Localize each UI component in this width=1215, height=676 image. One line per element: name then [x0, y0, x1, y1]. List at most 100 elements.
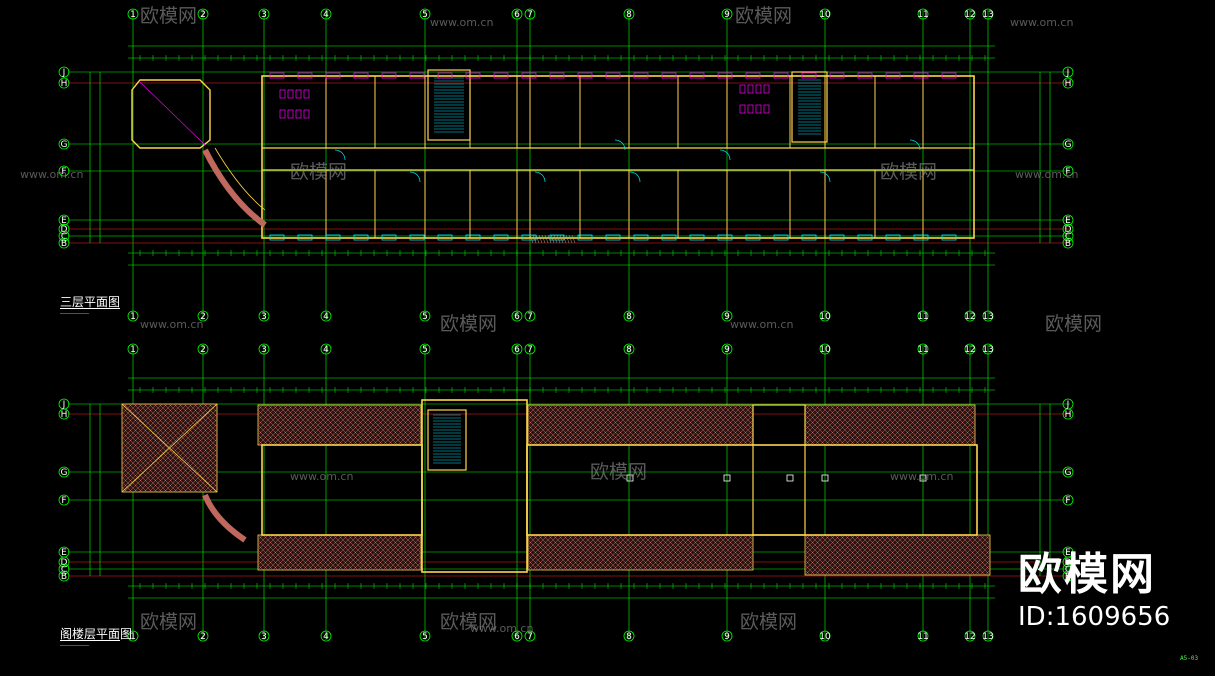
roof-hatch-line — [707, 404, 749, 446]
roof-hatch-line — [849, 404, 891, 446]
roof-hatch-line — [727, 404, 754, 431]
roof-hatch-line — [327, 534, 364, 571]
roof-hatch-line — [412, 561, 422, 571]
column-marker — [821, 474, 829, 482]
axis-bubble — [1062, 223, 1074, 235]
window — [689, 234, 705, 241]
roof-hatch-line — [262, 534, 299, 571]
roof-hatch-line — [392, 541, 422, 571]
title-underline — [60, 308, 120, 309]
roof-hatch-line — [627, 534, 664, 571]
roof-hatch-line — [317, 534, 354, 571]
watermark-site: www.om.cn — [430, 16, 493, 29]
window — [689, 72, 705, 79]
axis-bubble — [58, 66, 70, 78]
roof-hatch-line — [312, 404, 354, 446]
axis-bubble — [1062, 563, 1074, 575]
roof-hatch-line — [814, 404, 856, 446]
axis-bubble — [1062, 466, 1074, 478]
window — [633, 234, 649, 241]
roof-hatch-line — [322, 404, 364, 446]
window — [269, 234, 285, 241]
watermark-brand: 欧模网 — [140, 611, 197, 633]
roof-hatch-line — [317, 404, 359, 446]
roof-hatch-line — [864, 404, 906, 446]
axis-label: 1 — [130, 10, 136, 20]
roof-hatch-line — [307, 534, 344, 571]
axis-bubble — [197, 630, 209, 642]
window — [297, 234, 313, 241]
roof-hatch-line — [292, 404, 334, 446]
roof-hatch-line — [158, 433, 218, 493]
axis-bubble — [1062, 237, 1074, 249]
window — [465, 72, 481, 79]
roof-hatch-line — [562, 534, 599, 571]
roof-hatch-line — [322, 534, 359, 571]
window — [913, 234, 929, 241]
roof-hatch-line — [712, 534, 749, 571]
roof-hatch-line — [412, 534, 422, 544]
axis-label: 2 — [200, 632, 206, 642]
roof-hatch-line — [834, 404, 876, 446]
roof-hatch-line — [557, 404, 599, 446]
roof-hatch-line — [547, 404, 589, 446]
curved-gallery — [202, 148, 267, 228]
axis-label: B — [1065, 572, 1071, 582]
axis-bubble — [623, 8, 635, 20]
toilet-stall — [739, 84, 746, 94]
roof-hatch-line — [287, 404, 329, 446]
roof-hatch-line — [747, 564, 754, 571]
roof-hatch-line — [607, 404, 649, 446]
axis-label: E — [1065, 216, 1071, 226]
roof-ridge — [121, 403, 218, 493]
axis-bubble — [524, 343, 536, 355]
roof-hatch-line — [809, 534, 851, 576]
roof-hatch-line — [532, 404, 574, 446]
axis-label: F — [61, 496, 66, 506]
roof-hatch-line — [819, 534, 861, 576]
roof-hatch-line — [642, 404, 684, 446]
axis-label: 10 — [819, 10, 831, 20]
roof-hatch-line — [969, 554, 991, 576]
roof-hatch-line — [173, 448, 218, 493]
window — [465, 234, 481, 241]
watermark-site: www.om.cn — [890, 470, 953, 483]
axis-label: 5 — [422, 345, 428, 355]
roof-hatch-line — [904, 404, 946, 446]
column-marker — [786, 474, 794, 482]
roof-north-left — [257, 404, 422, 446]
window — [577, 234, 593, 241]
watermark-brand: 欧模网 — [440, 611, 497, 633]
axis-bubble — [964, 8, 976, 20]
axis-bubble — [623, 343, 635, 355]
axis-bubble — [819, 310, 831, 322]
roof-hatch-line — [924, 534, 966, 576]
axis-bubble — [964, 630, 976, 642]
roof-hatch-line — [121, 403, 198, 480]
axis-bubble — [58, 563, 70, 575]
roof-hatch-line — [262, 404, 304, 446]
roof-hatch-line — [627, 404, 669, 446]
roof-hatch-line — [829, 534, 871, 576]
axis-bubble — [58, 165, 70, 177]
third-floor-plan — [131, 69, 975, 244]
roof-hatch-line — [707, 534, 744, 571]
roof-hatch-line — [372, 534, 409, 571]
roof-hatch-line — [717, 534, 754, 571]
window — [773, 234, 789, 241]
roof-hatch-line — [362, 534, 399, 571]
roof-hatch-line — [532, 534, 569, 571]
title-note: ———————————— — [60, 311, 89, 316]
roof-hatch-line — [672, 534, 709, 571]
roof-hatch-line — [362, 404, 404, 446]
roof-hatch-line — [597, 404, 639, 446]
axis-label: 5 — [422, 632, 428, 642]
hatch-strip — [550, 234, 555, 244]
window — [409, 72, 425, 79]
axis-bubble — [511, 630, 523, 642]
roof-hatch-line — [357, 534, 394, 571]
axis-label: 11 — [917, 632, 928, 642]
roof-hatch-line — [949, 534, 991, 576]
hatch-strip — [544, 234, 549, 244]
